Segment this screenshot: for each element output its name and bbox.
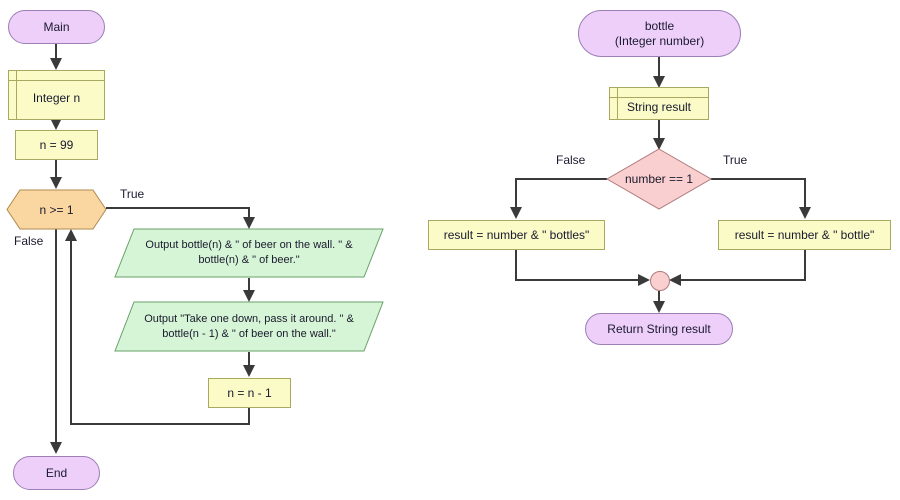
io-output-1-line-1: Output bottle(n) & " of beer on the wall…: [145, 239, 353, 252]
loop-condition-n-ge-1[interactable]: n >= 1: [6, 189, 107, 230]
decision-label: number == 1: [624, 172, 694, 186]
decision-number-eq-1[interactable]: number == 1: [605, 148, 713, 210]
process-result-bottle-label: result = number & " bottle": [734, 227, 875, 242]
wire-true-to-merge: [669, 250, 806, 286]
io-output-2-line-2: bottle(n - 1) & " of beer on the wall.": [162, 327, 336, 340]
decl-horizontal-rule: [9, 80, 104, 81]
parallelogram-shape-1: [114, 228, 384, 278]
process-init-n[interactable]: n = 99: [15, 130, 98, 160]
terminal-main-label: Main: [43, 19, 70, 34]
wire-decision-false: [510, 178, 607, 219]
io-output-2-line-1: Output "Take one down, pass it around. "…: [144, 312, 354, 325]
declaration-integer-n-label: Integer n: [32, 91, 81, 105]
hexagon-shape: [6, 189, 107, 230]
terminal-return-result[interactable]: Return String result: [585, 313, 733, 345]
terminal-end-label: End: [45, 465, 68, 480]
terminal-bottle-header[interactable]: bottle (Integer number): [578, 10, 741, 57]
terminal-main[interactable]: Main: [8, 10, 105, 44]
process-decrement-n-label: n = n - 1: [227, 385, 272, 400]
loop-condition-label: n >= 1: [39, 202, 74, 217]
declaration-string-result[interactable]: String result: [609, 87, 709, 120]
wire-false-to-merge: [515, 250, 650, 286]
edge-label-loop-false: False: [14, 234, 44, 248]
declaration-integer-n[interactable]: Integer n: [8, 70, 105, 120]
edge-label-decision-true: True: [723, 153, 748, 167]
process-decrement-n[interactable]: n = n - 1: [208, 378, 291, 408]
io-output-1-line-2: bottle(n) & " of beer.": [198, 254, 300, 266]
decl-vertical-rule: [16, 71, 17, 119]
io-output-take-one-down[interactable]: Output "Take one down, pass it around. "…: [114, 301, 384, 352]
terminal-bottle-header-line-2: (Integer number): [614, 33, 705, 48]
io-output-bottles-on-wall[interactable]: Output bottle(n) & " of beer on the wall…: [114, 228, 384, 278]
process-result-bottles-label: result = number & " bottles": [443, 227, 590, 242]
wire-decision-true: [711, 178, 811, 219]
declaration-string-result-label: String result: [626, 99, 692, 114]
edge-label-decision-false: False: [556, 153, 586, 167]
decl-vertical-rule-right: [617, 88, 618, 119]
wire-decrement-to-loop: [65, 229, 250, 425]
terminal-bottle-header-line-1: bottle: [644, 18, 675, 33]
terminal-end[interactable]: End: [13, 456, 100, 490]
edge-label-loop-true: True: [120, 187, 145, 201]
process-result-bottle[interactable]: result = number & " bottle": [718, 220, 891, 250]
decl-horizontal-rule-right: [610, 97, 708, 98]
process-result-bottles[interactable]: result = number & " bottles": [428, 220, 605, 250]
merge-junction-icon: [650, 271, 670, 291]
parallelogram-shape-2: [114, 301, 384, 352]
process-init-n-label: n = 99: [39, 137, 74, 152]
wire-loop-true-to-output1: [106, 207, 255, 229]
diamond-shape: [605, 148, 713, 210]
terminal-return-result-label: Return String result: [607, 321, 711, 336]
